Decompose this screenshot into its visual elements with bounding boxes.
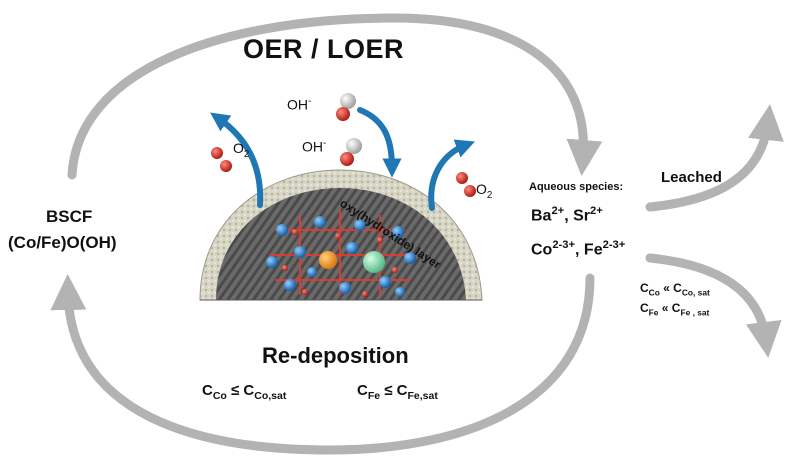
- oh-adsorption-arrow: [357, 107, 402, 178]
- cycle-arrow-bottom: [50, 273, 595, 455]
- particle: [199, 169, 483, 301]
- redeposition-fe-condition: CFe ≤ CFe,sat: [357, 382, 438, 402]
- hydroxide-molecule-bottom: [340, 138, 362, 166]
- oxygen-label-left: O2: [233, 140, 250, 160]
- hydroxide-label-bottom: OH-: [302, 138, 327, 155]
- aqueous-ions-ba-sr: Ba2+, Sr2+: [531, 205, 603, 225]
- fe-concentration-inequality: CFe « CFe , sat: [640, 301, 710, 318]
- saturation-arrow: [645, 253, 782, 358]
- hydroxide-molecule-top: [336, 93, 356, 121]
- cycle-arrow-top: [67, 13, 603, 180]
- hydroxide-label-top: OH-: [287, 96, 312, 113]
- o2-release-arrow-left: [210, 112, 264, 208]
- oxygen-label-right: O2: [476, 181, 493, 201]
- o2-release-arrow-right: [428, 139, 475, 211]
- aqueous-ions-co-fe: Co2-3+, Fe2-3+: [531, 239, 626, 259]
- oxyhydroxide-formula: (Co/Fe)O(OH): [8, 233, 117, 252]
- aqueous-species-heading: Aqueous species:: [529, 181, 624, 193]
- co-concentration-inequality: CCo « CCo, sat: [640, 281, 710, 298]
- redeposition-co-condition: CCo ≤ CCo,sat: [202, 382, 287, 402]
- redeposition-title: Re-deposition: [262, 343, 409, 368]
- o2-molecule-right: [456, 172, 476, 197]
- leached-arrow: [645, 104, 784, 212]
- bscf-label: BSCF: [46, 207, 93, 226]
- lattice-atoms: [266, 210, 416, 297]
- diagram-title: OER / LOER: [243, 34, 405, 64]
- o2-molecule-left: [211, 147, 232, 172]
- leached-label: Leached: [661, 169, 722, 186]
